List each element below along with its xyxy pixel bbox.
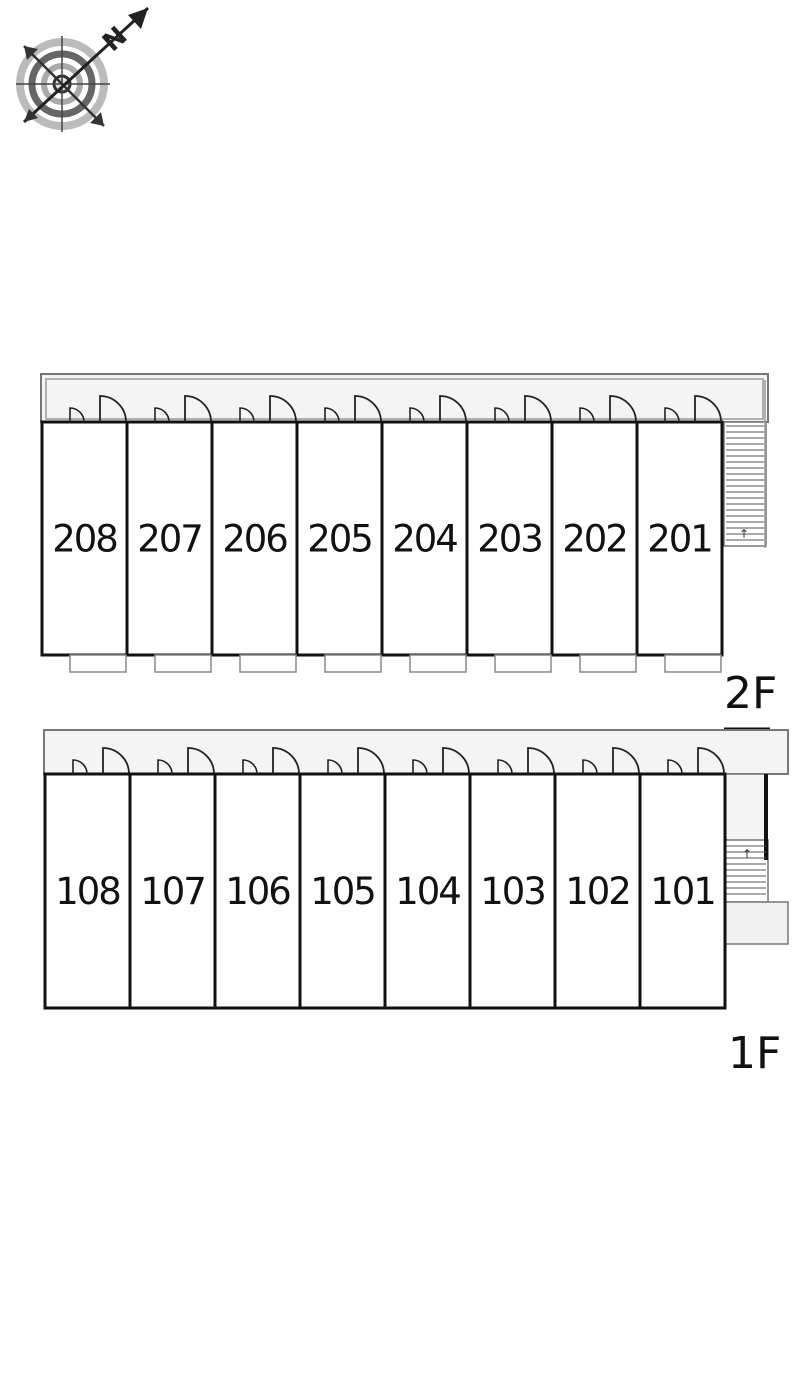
unit-205: 205	[295, 395, 384, 657]
unit-number-label: 102	[565, 870, 630, 913]
door-icon	[494, 395, 552, 423]
unit-number-label: 208	[52, 518, 117, 561]
door-icon	[242, 747, 300, 775]
unit-number-label: 107	[140, 870, 205, 913]
unit-206: 206	[210, 395, 299, 657]
unit-104: 104	[383, 747, 472, 1010]
unit-108: 108	[43, 747, 132, 1010]
door-icon	[412, 747, 470, 775]
unit-103: 103	[468, 747, 557, 1010]
unit-105: 105	[298, 747, 387, 1010]
door-icon	[154, 395, 212, 423]
svg-text:↑: ↑	[742, 847, 752, 861]
unit-number-label: 105	[310, 870, 375, 913]
unit-202: 202	[550, 395, 639, 657]
door-icon	[69, 395, 127, 423]
unit-number-label: 205	[307, 518, 372, 561]
unit-number-label: 103	[480, 870, 545, 913]
unit-number-label: 203	[477, 518, 542, 561]
unit-number-label: 207	[137, 518, 202, 561]
unit-number-label: 104	[395, 870, 460, 913]
unit-number-label: 101	[650, 870, 715, 913]
unit-number-label: 201	[647, 518, 712, 561]
door-icon	[497, 747, 555, 775]
unit-number-label: 204	[392, 518, 457, 561]
staircase-1f	[726, 845, 766, 895]
door-icon	[72, 747, 130, 775]
floor-1f-plan: ↑ 108 107 106 105 104 103 102 101 1F	[43, 729, 789, 1079]
unit-106: 106	[213, 747, 302, 1010]
unit-number-label: 108	[55, 870, 120, 913]
staircase-2f	[726, 425, 764, 541]
unit-201: 201	[635, 395, 724, 657]
unit-number-label: 206	[222, 518, 287, 561]
unit-107: 107	[128, 747, 217, 1010]
door-icon	[667, 747, 725, 775]
door-icon	[664, 395, 722, 423]
compass-rose-icon: N	[16, 6, 150, 132]
unit-number-label: 106	[225, 870, 290, 913]
door-icon	[157, 747, 215, 775]
door-icon	[324, 395, 382, 423]
floor-label: 2F	[724, 668, 777, 719]
door-icon	[327, 747, 385, 775]
door-icon	[582, 747, 640, 775]
svg-text:↑: ↑	[739, 527, 749, 541]
floor-2f-plan: ↑ 208 207 206 205 204 203 202 201 2F	[40, 373, 777, 733]
door-icon	[239, 395, 297, 423]
unit-208: 208	[40, 395, 129, 657]
unit-203: 203	[465, 395, 554, 657]
floor-label: 1F	[728, 1028, 781, 1079]
unit-204: 204	[380, 395, 469, 657]
unit-207: 207	[125, 395, 214, 657]
unit-102: 102	[553, 747, 642, 1010]
door-icon	[579, 395, 637, 423]
unit-101: 101	[638, 747, 727, 1010]
balconies-2f	[69, 654, 722, 673]
door-icon	[409, 395, 467, 423]
unit-number-label: 202	[562, 518, 627, 561]
